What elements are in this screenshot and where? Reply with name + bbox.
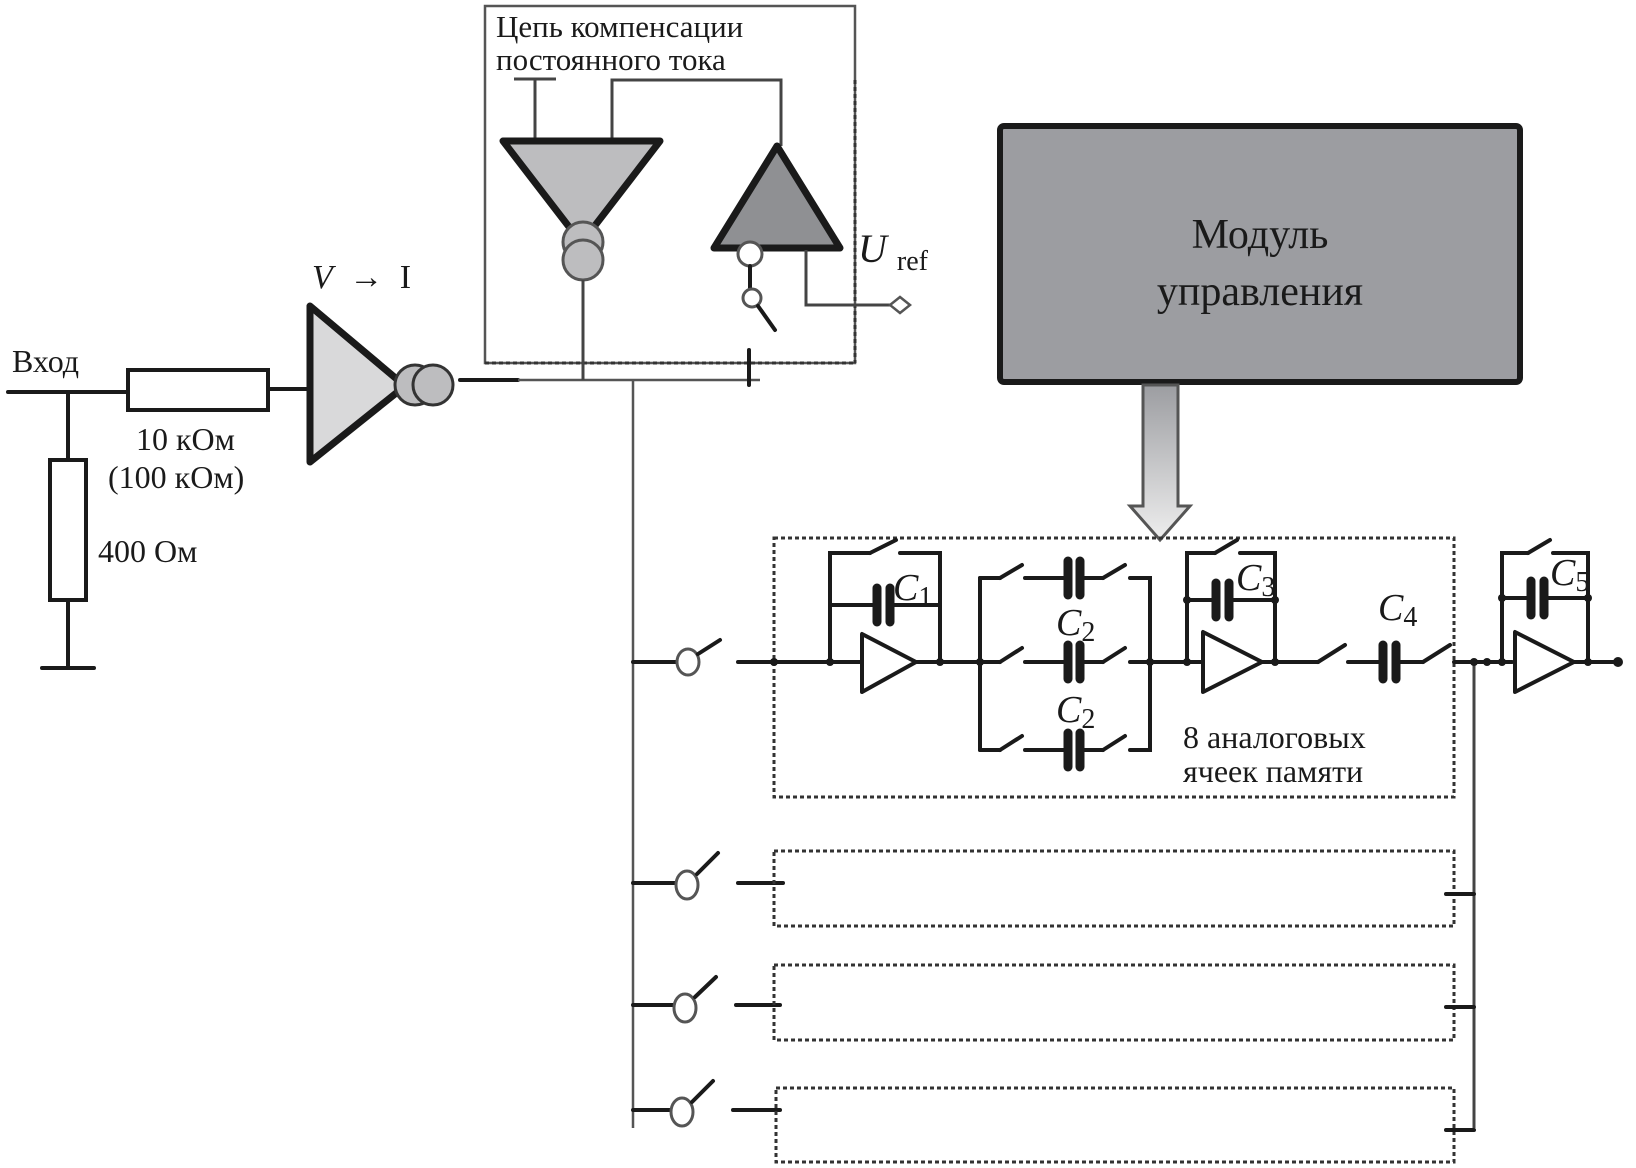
feedback-wire: [610, 78, 783, 146]
memory-cell-channel-1: C1 C2 C2: [770, 536, 1456, 799]
capacitor-c2-symbol: C: [1056, 602, 1082, 644]
capacitor-c3-index: 3: [1261, 572, 1275, 603]
svg-text:C2: C2: [1056, 602, 1095, 648]
control-module-title-2: управления: [1157, 269, 1363, 315]
switch-node-icon: [736, 240, 764, 268]
memory-cell-frame-1: [772, 536, 1456, 799]
input-section: Вход 10 кОм (100 кОм) 400 Ом: [6, 343, 310, 670]
output-amplifier-icon: [1513, 630, 1576, 694]
reference-wire: [804, 250, 890, 307]
memory-cell-frame-2: [772, 849, 1456, 928]
series-resistor: [126, 368, 270, 412]
shunt-resistor-label: 400 Ом: [98, 533, 197, 569]
comparator-amplifier-icon: [710, 142, 844, 252]
series-resistor-label: 10 кОм: [136, 421, 235, 457]
capacitor-c1-symbol: C: [893, 567, 919, 609]
memory-cell-frame-3: [772, 963, 1456, 1042]
series-resistor-alt-label: (100 кОм): [108, 459, 244, 495]
svg-text:V → I: V → I: [312, 259, 411, 296]
converter-label-arrow: →: [349, 259, 383, 296]
converter-label-v: V: [312, 259, 337, 296]
compensation-switch-icon: [756, 304, 777, 332]
capacitor-c5-index: 5: [1575, 567, 1589, 598]
capacitor-c2b-index: 2: [1081, 704, 1095, 735]
channel-switch-1: [631, 638, 782, 677]
svg-text:C3: C3: [1236, 557, 1275, 603]
svg-text:C4: C4: [1378, 587, 1417, 633]
reference-voltage-symbol: U: [858, 226, 890, 271]
compensation-amplifier-icon: [499, 137, 664, 236]
dc-compensation-block: Цепь компенсации постоянного тока U ref: [483, 4, 929, 387]
stage3-amplifier-icon: [1201, 630, 1264, 694]
reference-voltage-subscript: ref: [897, 246, 929, 277]
dc-compensation-title-2: постоянного тока: [496, 42, 726, 77]
output-bus: [1444, 658, 1514, 1132]
svg-text:U ref: U ref: [858, 226, 929, 277]
channel-switch-2: [631, 851, 785, 901]
memory-cell-label-1: 8 аналоговых: [1183, 719, 1366, 755]
stage1-amplifier-icon: [860, 632, 918, 694]
output-terminal: [1613, 657, 1623, 667]
svg-text:C2: C2: [1056, 689, 1095, 735]
capacitor-c3-symbol: C: [1236, 557, 1262, 599]
converter-amplifier-icon: [306, 302, 409, 466]
capacitor-c5-symbol: C: [1550, 552, 1576, 594]
dc-compensation-title-1: Цепь компенсации: [496, 9, 743, 44]
voltage-to-current-converter: V → I: [306, 259, 760, 466]
capacitor-c4-symbol: C: [1378, 587, 1404, 629]
memory-cell-label-2: ячеек памяти: [1183, 753, 1363, 789]
control-module: Модуль управления: [997, 123, 1523, 543]
output-stage: C5: [1498, 538, 1623, 694]
converter-label-i: I: [400, 259, 411, 296]
capacitor-c4-index: 4: [1403, 602, 1417, 633]
channel-switch-3: [631, 975, 782, 1024]
memory-cell-frame-4: [774, 1086, 1456, 1164]
channel-switches: [631, 638, 785, 1128]
reference-terminal-icon: [887, 295, 913, 315]
control-arrow-icon: [1126, 383, 1194, 543]
capacitor-c1-index: 1: [918, 582, 932, 613]
control-module-title-1: Модуль: [1192, 212, 1329, 258]
capacitor-c2b-symbol: C: [1056, 689, 1082, 731]
shunt-resistor: [48, 458, 88, 602]
svg-text:C1: C1: [893, 567, 932, 613]
channel-switch-4: [631, 1079, 782, 1128]
svg-text:C5: C5: [1550, 552, 1589, 598]
input-label: Вход: [12, 343, 79, 379]
capacitor-c2-index: 2: [1081, 617, 1095, 648]
control-module-box: [997, 123, 1523, 385]
